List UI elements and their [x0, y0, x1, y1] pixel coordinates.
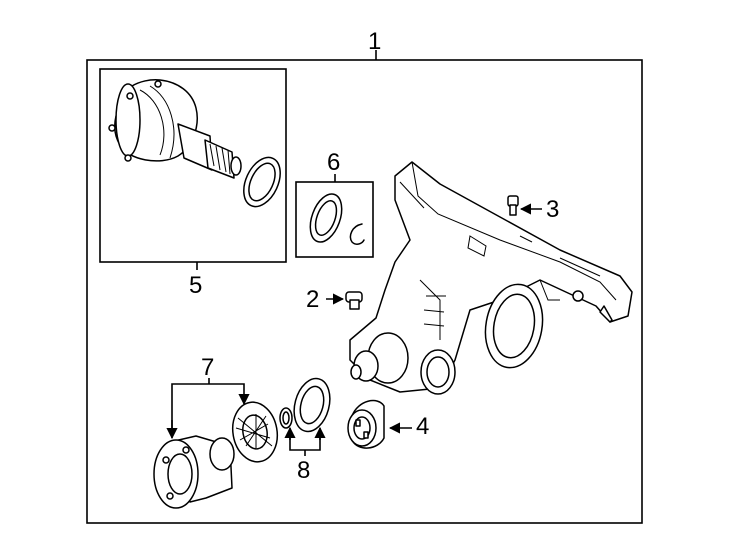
cv-joint-part	[108, 79, 242, 179]
assembly-frame	[86, 59, 643, 524]
differential-housing	[349, 161, 633, 395]
ring-gear-part	[231, 401, 279, 463]
callout-2: 2	[306, 286, 319, 313]
cv-seal-ring	[243, 156, 281, 208]
seal-8a-part	[293, 377, 331, 433]
callout-8: 8	[297, 457, 310, 484]
callout-4: 4	[416, 413, 429, 440]
bearing-part	[347, 399, 385, 449]
inset-box-5	[99, 68, 287, 263]
flange-part	[153, 435, 235, 509]
seal-kit-part	[309, 193, 365, 245]
plug-part	[345, 291, 363, 310]
callout-5: 5	[189, 272, 202, 299]
callout-6: 6	[327, 149, 340, 176]
callout-7-bracket	[171, 383, 245, 436]
breather-part	[507, 195, 519, 216]
seal-8b-part	[279, 407, 293, 429]
callout-3: 3	[546, 196, 559, 223]
callout-7: 7	[201, 354, 214, 381]
callout-1: 1	[368, 28, 381, 55]
callout-8-bracket	[289, 430, 321, 451]
